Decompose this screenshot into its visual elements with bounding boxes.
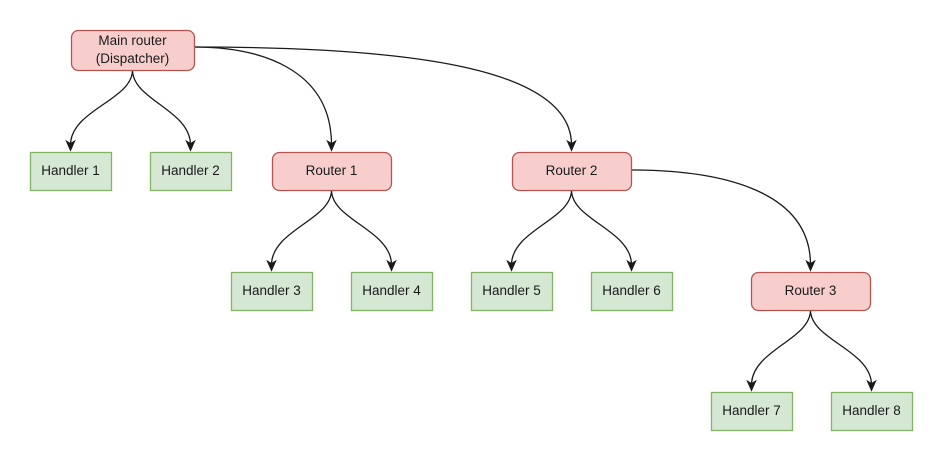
edge-main-to-router-2[interactable] xyxy=(193,46,577,152)
node-handler-2[interactable]: Handler 2 xyxy=(149,151,233,192)
node-handler-5[interactable]: Handler 5 xyxy=(470,271,554,312)
node-box xyxy=(710,391,794,432)
edge-router-3-to-handler-8[interactable] xyxy=(809,309,877,392)
arrowhead-icon xyxy=(266,259,277,272)
node-label: Main router(Dispatcher) xyxy=(96,33,170,66)
edge-main-to-handler-1[interactable] xyxy=(65,69,134,152)
node-label: Handler 4 xyxy=(362,283,421,298)
arrowhead-icon xyxy=(65,139,76,152)
node-handler-6[interactable]: Handler 6 xyxy=(590,271,674,312)
edge-main-to-handler-2[interactable] xyxy=(131,69,196,152)
arrowhead-icon xyxy=(746,379,757,392)
node-box xyxy=(350,271,434,312)
edge-line xyxy=(193,46,333,146)
edge-line xyxy=(809,309,873,386)
node-handler-4[interactable]: Handler 4 xyxy=(350,271,434,312)
arrowhead-icon xyxy=(566,139,577,152)
edge-line xyxy=(69,69,134,146)
node-handler-7[interactable]: Handler 7 xyxy=(710,391,794,432)
node-box xyxy=(70,29,196,72)
arrowhead-icon xyxy=(626,259,637,272)
node-box xyxy=(511,151,633,192)
arrowhead-icon xyxy=(506,259,517,272)
node-box xyxy=(750,271,872,312)
edge-line xyxy=(131,69,192,146)
node-label: Handler 8 xyxy=(842,403,901,418)
node-router-3[interactable]: Router 3 xyxy=(750,271,872,312)
edge-line xyxy=(630,169,812,266)
node-box xyxy=(830,391,914,432)
arrowhead-icon xyxy=(805,259,816,272)
node-main-router[interactable]: Main router(Dispatcher) xyxy=(70,29,196,72)
node-label: Router 1 xyxy=(306,163,358,178)
node-box xyxy=(230,271,314,312)
node-handler-3[interactable]: Handler 3 xyxy=(230,271,314,312)
node-box xyxy=(29,151,113,192)
node-box xyxy=(271,151,393,192)
node-router-1[interactable]: Router 1 xyxy=(271,151,393,192)
edge-line xyxy=(193,46,573,146)
node-handler-8[interactable]: Handler 8 xyxy=(830,391,914,432)
node-label: Handler 6 xyxy=(602,283,661,298)
edge-line xyxy=(570,189,633,266)
arrowhead-icon xyxy=(866,379,877,392)
edge-router-1-to-handler-3[interactable] xyxy=(266,189,333,272)
edge-router-2-to-handler-5[interactable] xyxy=(506,189,573,272)
node-label: Handler 7 xyxy=(722,403,781,418)
edge-main-to-router-1[interactable] xyxy=(193,46,337,152)
edge-router-3-to-handler-7[interactable] xyxy=(746,309,812,392)
edge-line xyxy=(750,309,812,386)
node-handler-1[interactable]: Handler 1 xyxy=(29,151,113,192)
edge-line xyxy=(510,189,573,266)
edge-router-1-to-handler-4[interactable] xyxy=(330,189,397,272)
arrowhead-icon xyxy=(326,139,337,152)
arrowhead-icon xyxy=(185,139,196,152)
node-label: Router 2 xyxy=(546,163,598,178)
node-label: Handler 3 xyxy=(242,283,301,298)
edge-line xyxy=(270,189,333,266)
node-label: Router 3 xyxy=(785,283,837,298)
edges-layer xyxy=(65,46,877,392)
arrowhead-icon xyxy=(386,259,397,272)
edge-router-2-to-handler-6[interactable] xyxy=(570,189,637,272)
node-box xyxy=(470,271,554,312)
node-label: Handler 2 xyxy=(161,163,220,178)
edge-line xyxy=(330,189,393,266)
edge-router-2-to-router-3[interactable] xyxy=(630,169,816,272)
node-label: Handler 5 xyxy=(482,283,541,298)
node-box xyxy=(149,151,233,192)
node-router-2[interactable]: Router 2 xyxy=(511,151,633,192)
node-box xyxy=(590,271,674,312)
node-label: Handler 1 xyxy=(41,163,100,178)
nodes-layer: Main router(Dispatcher) Handler 1 Handler … xyxy=(29,29,914,432)
